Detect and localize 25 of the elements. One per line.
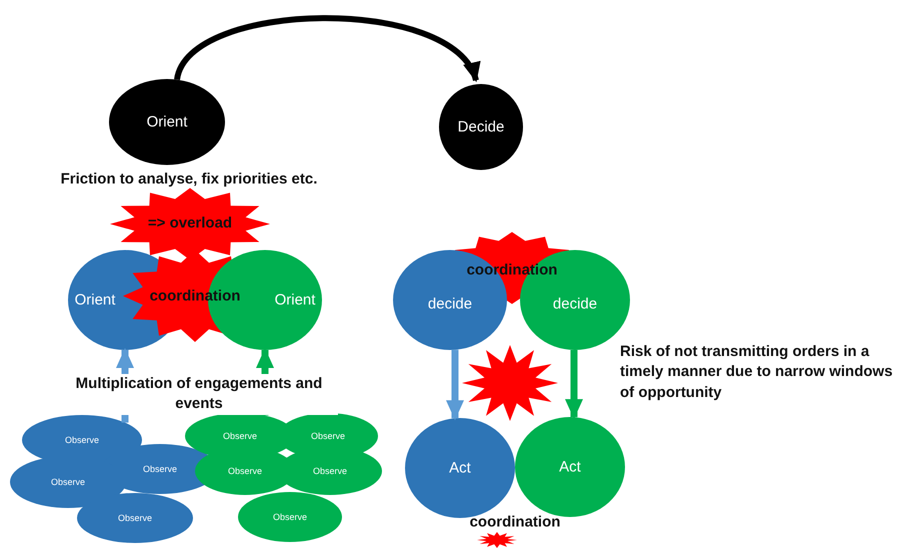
star-label: coordination — [470, 514, 560, 530]
node-label: Orient — [74, 292, 116, 308]
node-label: Orient — [274, 292, 316, 308]
annotation-text: Risk of not transmitting orders in a timely manner due to narrow windows of opportunity — [620, 342, 894, 402]
star-label: coordination — [466, 262, 558, 278]
node-label: Observe — [118, 513, 152, 523]
star-label: => overload — [148, 214, 232, 232]
node-label: Observe — [313, 466, 347, 476]
node-label: Decide — [458, 118, 504, 136]
node-label: Observe — [311, 431, 345, 441]
node-label: Observe — [143, 464, 177, 474]
friction-heading: Friction to analyse, fix priorities etc. — [60, 170, 318, 188]
node-label: Orient — [146, 114, 188, 130]
node-label: Observe — [51, 477, 85, 487]
node-label: Observe — [228, 466, 262, 476]
node-label: decide — [428, 296, 472, 312]
arrow — [446, 350, 464, 420]
node-label: Act — [449, 460, 471, 476]
node-label: decide — [552, 296, 598, 312]
node-label: Act — [559, 458, 581, 476]
arrow — [174, 15, 479, 82]
node-label: Observe — [273, 512, 307, 522]
node-label: Observe — [65, 435, 99, 445]
arrow — [565, 350, 583, 420]
node-label: Observe — [223, 431, 257, 441]
